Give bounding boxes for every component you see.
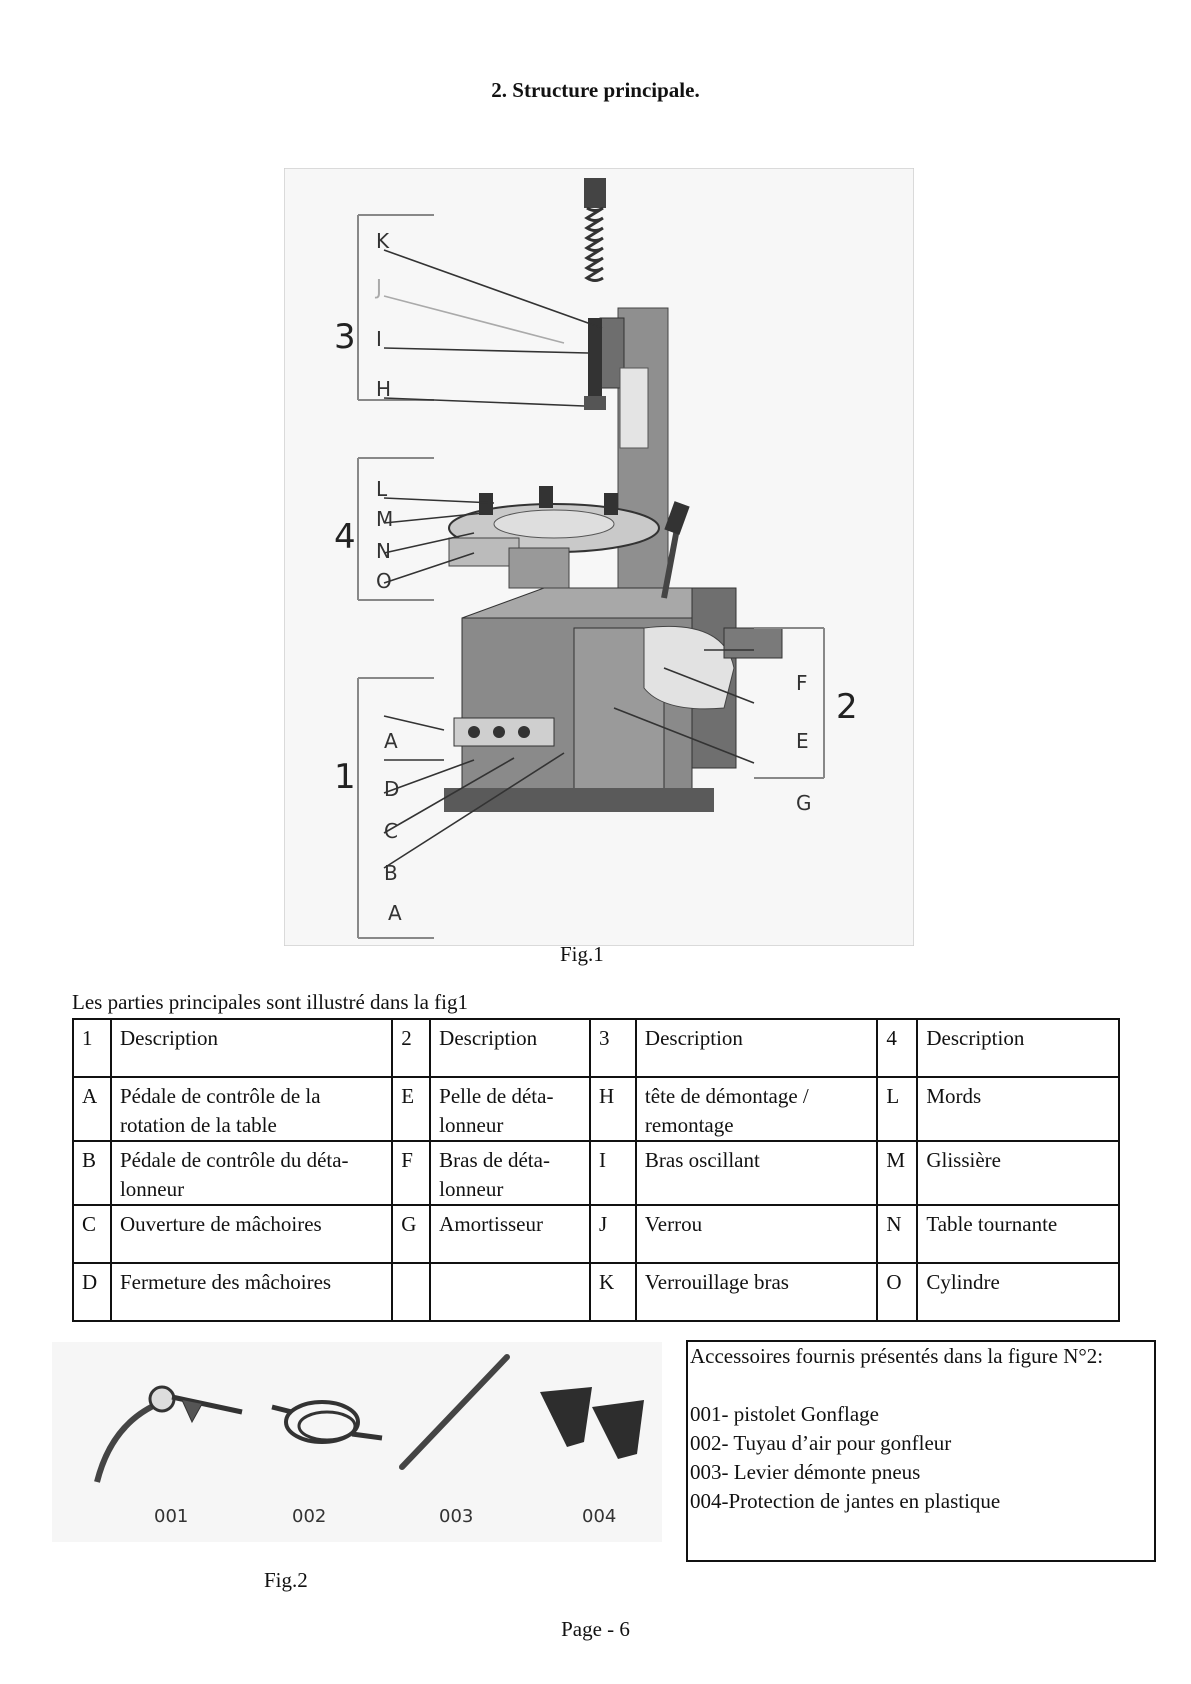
table-row: D Fermeture des mâchoires K Verrouillage…	[72, 1262, 1120, 1322]
inflator-gun-icon	[94, 1385, 243, 1483]
part-description: Amortisseur	[429, 1204, 591, 1264]
part-description: Pelle de déta-lonneur	[429, 1076, 591, 1142]
fig1-callout: O	[376, 569, 392, 593]
fig2-label: 004	[582, 1506, 616, 1527]
part-code: M	[876, 1140, 919, 1206]
accessory-item: 002- Tuyau d’air pour gonfleur	[690, 1431, 952, 1455]
accessory-item: 001- pistolet Gonflage	[690, 1402, 879, 1426]
rim-protector-icon	[540, 1387, 644, 1459]
fig1-callout: A	[384, 729, 398, 753]
part-code: N	[876, 1204, 919, 1264]
fig1-caption: Fig.1	[560, 942, 604, 966]
header-cell: Description	[634, 1018, 879, 1078]
fig1-callout: K	[376, 229, 390, 253]
part-code: J	[588, 1204, 637, 1264]
fig1-callout: B	[384, 861, 398, 885]
part-code: A	[72, 1076, 112, 1142]
part-description: Table tournante	[916, 1204, 1120, 1264]
part-description: Verrou	[634, 1204, 879, 1264]
accessories-box: Accessoires fournis présentés dans la fi…	[686, 1340, 1156, 1562]
part-code: H	[588, 1076, 637, 1142]
fig1-group-number: 3	[334, 317, 356, 357]
table-row: A Pédale de contrôle de la rotation de l…	[72, 1076, 1120, 1142]
part-code: L	[876, 1076, 919, 1142]
part-description: Pédale de contrôle du déta-lonneur	[109, 1140, 394, 1206]
part-description: Mords	[916, 1076, 1120, 1142]
part-code: O	[876, 1262, 919, 1322]
part-code: I	[588, 1140, 637, 1206]
group-number-cell: 1	[72, 1018, 112, 1078]
accessory-item: 003- Levier démonte pneus	[690, 1460, 921, 1484]
fig1-callout: A	[388, 901, 402, 925]
part-description: Glissière	[916, 1140, 1120, 1206]
fig1-machine-illustration: 3 4 1 2 K J I H L M N O A D C B A F E G	[284, 168, 914, 946]
tire-lever-icon	[399, 1354, 510, 1470]
part-code: K	[588, 1262, 637, 1322]
fig1-callout: H	[376, 377, 391, 401]
part-code: G	[391, 1204, 432, 1264]
part-description: Cylindre	[916, 1262, 1120, 1322]
fig1-group-number: 1	[334, 757, 356, 797]
part-code: B	[72, 1140, 112, 1206]
part-description: Bras oscillant	[634, 1140, 879, 1206]
fig2-label: 003	[439, 1506, 473, 1527]
part-description: Pédale de contrôle de la rotation de la …	[109, 1076, 394, 1142]
table-row: B Pédale de contrôle du déta-lonneur F B…	[72, 1140, 1120, 1206]
table-header-row: 1 Description 2 Description 3 Descriptio…	[72, 1018, 1120, 1078]
fig1-callout: C	[384, 819, 398, 843]
part-description: Verrouillage bras	[634, 1262, 879, 1322]
part-code: F	[391, 1140, 432, 1206]
fig2-caption: Fig.2	[264, 1568, 308, 1592]
part-code: C	[72, 1204, 112, 1264]
header-cell: Description	[916, 1018, 1120, 1078]
accessory-item: 004-Protection de jantes en plastique	[690, 1489, 1001, 1513]
air-hose-icon	[271, 1400, 383, 1444]
fig2-accessories-illustration: 001 002 003 004	[52, 1342, 662, 1542]
fig1-callout: M	[376, 507, 393, 531]
header-cell: Description	[429, 1018, 591, 1078]
page-title: 2. Structure principale.	[491, 78, 700, 102]
table-row: C Ouverture de mâchoires G Amortisseur J…	[72, 1204, 1120, 1264]
group-number-cell: 4	[876, 1018, 919, 1078]
part-code: D	[72, 1262, 112, 1322]
fig1-group-number: 2	[836, 687, 858, 727]
fig1-group-number: 4	[334, 517, 356, 557]
intro-text: Les parties principales sont illustré da…	[72, 990, 468, 1014]
part-description	[429, 1262, 591, 1322]
page-number: Page - 6	[561, 1617, 630, 1641]
fig2-label: 002	[292, 1506, 326, 1527]
group-number-cell: 3	[588, 1018, 637, 1078]
part-description: Bras de déta-lonneur	[429, 1140, 591, 1206]
parts-table: 1 Description 2 Description 3 Descriptio…	[72, 1018, 1120, 1322]
part-code: E	[391, 1076, 432, 1142]
part-code	[391, 1262, 432, 1322]
accessories-heading: Accessoires fournis présentés dans la fi…	[690, 1344, 1104, 1368]
header-cell: Description	[109, 1018, 394, 1078]
fig1-callout: E	[796, 729, 809, 753]
fig1-callout: D	[384, 777, 399, 801]
fig2-label: 001	[154, 1506, 188, 1527]
fig1-callout: I	[376, 327, 382, 351]
part-description: tête de démontage / remontage	[634, 1076, 879, 1142]
fig1-callout: L	[376, 477, 388, 501]
fig1-callout: J	[374, 275, 382, 299]
part-description: Ouverture de mâchoires	[109, 1204, 394, 1264]
fig1-callout: G	[796, 791, 812, 815]
group-number-cell: 2	[391, 1018, 432, 1078]
part-description: Fermeture des mâchoires	[109, 1262, 394, 1322]
fig1-callout: N	[376, 539, 391, 563]
spacer	[690, 1371, 1152, 1400]
fig1-callout: F	[796, 671, 808, 695]
